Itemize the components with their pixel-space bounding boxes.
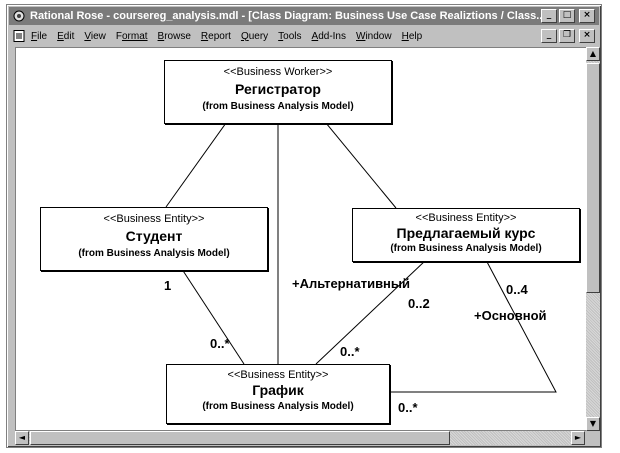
class-name: График bbox=[252, 382, 304, 398]
multiplicity-schedule-student[interactable]: 0..* bbox=[210, 336, 230, 351]
multiplicity-student[interactable]: 1 bbox=[164, 278, 172, 293]
minimize-button[interactable]: _ bbox=[541, 9, 557, 23]
menu-window[interactable]: Window bbox=[356, 30, 392, 42]
menu-bar: File Edit View Format Browse Report Quer… bbox=[9, 27, 599, 45]
assoc-course-schedule-alternative[interactable] bbox=[315, 259, 427, 365]
menu-file[interactable]: File bbox=[31, 30, 48, 42]
menu-browse[interactable]: Browse bbox=[157, 30, 191, 42]
menu-report[interactable]: Report bbox=[200, 30, 231, 42]
menu-format[interactable]: Format bbox=[115, 30, 148, 42]
vertical-scrollbar[interactable]: ▲ ▼ bbox=[586, 47, 600, 431]
assoc-registrar-student[interactable] bbox=[165, 122, 227, 208]
rational-rose-icon bbox=[13, 10, 25, 22]
document-icon[interactable] bbox=[13, 30, 25, 42]
menu-help[interactable]: Help bbox=[401, 30, 423, 42]
maximize-button[interactable]: □ bbox=[559, 9, 575, 23]
class-student[interactable]: <<Business Entity>> Студент (from Busine… bbox=[40, 207, 268, 271]
vertical-scroll-thumb[interactable] bbox=[586, 63, 600, 293]
role-primary[interactable]: +Основной bbox=[474, 308, 547, 323]
stereotype-label: <<Business Entity>> bbox=[103, 213, 205, 225]
stereotype-label: <<Business Worker>> bbox=[223, 66, 333, 78]
class-registrar[interactable]: <<Business Worker>> Регистратор (from Bu… bbox=[164, 60, 392, 124]
package-label: (from Business Analysis Model) bbox=[390, 243, 542, 254]
stereotype-label: <<Business Entity>> bbox=[227, 369, 329, 381]
mdi-close-button[interactable]: × bbox=[579, 29, 595, 43]
multiplicity-alternative[interactable]: 0..2 bbox=[408, 296, 430, 311]
rational-rose-window: Rational Rose - coursereg_analysis.mdl -… bbox=[6, 4, 602, 448]
stereotype-label: <<Business Entity>> bbox=[415, 212, 517, 224]
window-title: Rational Rose - coursereg_analysis.mdl -… bbox=[30, 10, 546, 22]
multiplicity-schedule-course[interactable]: 0..* bbox=[340, 344, 360, 359]
association-lines bbox=[165, 122, 557, 393]
role-alternative[interactable]: +Альтернативный bbox=[292, 276, 411, 291]
class-name: Регистратор bbox=[235, 81, 321, 97]
scroll-left-button[interactable]: ◄ bbox=[15, 431, 29, 445]
scroll-up-button[interactable]: ▲ bbox=[586, 47, 600, 61]
class-name: Предлагаемый курс bbox=[396, 225, 536, 241]
assoc-student-schedule[interactable] bbox=[175, 259, 245, 365]
horizontal-scrollbar[interactable]: ◄ ► bbox=[15, 431, 585, 445]
package-label: (from Business Analysis Model) bbox=[78, 248, 230, 259]
class-name: Студент bbox=[125, 228, 183, 244]
scroll-down-button[interactable]: ▼ bbox=[586, 417, 600, 431]
menu-view[interactable]: View bbox=[84, 30, 106, 42]
package-label: (from Business Analysis Model) bbox=[202, 101, 354, 112]
menu-edit[interactable]: Edit bbox=[57, 30, 75, 42]
size-grip[interactable] bbox=[586, 431, 600, 445]
close-button[interactable]: × bbox=[579, 9, 595, 23]
assoc-registrar-course[interactable] bbox=[325, 122, 397, 209]
horizontal-scroll-thumb[interactable] bbox=[30, 431, 450, 445]
menu-add-ins[interactable]: Add-Ins bbox=[311, 30, 346, 42]
mdi-minimize-button[interactable]: _ bbox=[541, 29, 557, 43]
package-label: (from Business Analysis Model) bbox=[202, 401, 354, 412]
mdi-restore-button[interactable]: ❐ bbox=[559, 29, 575, 43]
multiplicity-schedule-primary[interactable]: 0..* bbox=[398, 400, 418, 415]
menu-tools[interactable]: Tools bbox=[278, 30, 302, 42]
class-offered-course[interactable]: <<Business Entity>> Предлагаемый курс (f… bbox=[352, 208, 580, 262]
menu-query[interactable]: Query bbox=[240, 30, 269, 42]
diagram-canvas[interactable]: <<Business Worker>> Регистратор (from Bu… bbox=[15, 47, 587, 431]
scroll-right-button[interactable]: ► bbox=[571, 431, 585, 445]
class-schedule[interactable]: <<Business Entity>> График (from Busines… bbox=[166, 364, 390, 424]
title-bar[interactable]: Rational Rose - coursereg_analysis.mdl -… bbox=[9, 7, 599, 25]
assoc-course-schedule-primary[interactable] bbox=[376, 259, 557, 393]
multiplicity-primary[interactable]: 0..4 bbox=[506, 282, 528, 297]
